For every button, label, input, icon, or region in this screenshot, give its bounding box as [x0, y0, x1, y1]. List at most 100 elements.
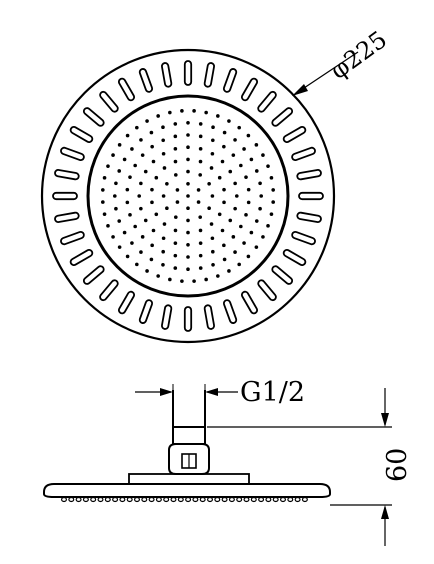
nozzle-dot: [204, 110, 208, 115]
nozzle-dot: [246, 254, 251, 259]
diameter-arrowhead: [292, 84, 308, 96]
drainage-slot: [69, 125, 94, 144]
nozzle-dot: [198, 228, 203, 233]
nozzle-dot: [239, 163, 243, 168]
side-nozzle: [243, 496, 250, 503]
nozzle-dot: [161, 194, 166, 198]
side-view: [43, 390, 331, 503]
drainage-slot: [117, 290, 136, 315]
height-arrow-top: [381, 413, 389, 427]
side-nozzle: [228, 496, 235, 503]
drainage-slot: [296, 169, 322, 181]
side-nozzle: [207, 496, 214, 503]
nozzle-dot: [209, 222, 214, 226]
nozzle-dot: [254, 219, 259, 223]
nozzle-dot: [186, 121, 190, 125]
nozzle-dot: [198, 122, 203, 126]
nozzle-dot: [220, 159, 225, 164]
nozzle-dot: [233, 206, 237, 211]
drainage-slot: [271, 265, 294, 285]
nozzle-dot: [222, 144, 226, 149]
nozzle-dot: [216, 114, 220, 118]
nozzle-dot: [246, 200, 251, 205]
drainage-slot: [99, 90, 119, 113]
nozzle-dot: [162, 222, 167, 226]
nozzle-dot: [139, 250, 143, 254]
nozzle-dot: [196, 200, 201, 204]
nozzle-dot: [174, 173, 178, 177]
diameter-dimension: φ225: [292, 25, 392, 96]
side-nozzle: [141, 496, 148, 503]
nozzle-dot: [186, 182, 190, 186]
drainage-slot: [257, 90, 277, 113]
nozzle-dot: [210, 194, 215, 198]
drainage-slot: [52, 191, 78, 201]
nozzle-field: [101, 109, 275, 283]
height-arrow-bottom: [381, 505, 389, 519]
nozzle-dot: [113, 194, 117, 198]
side-nozzle: [258, 496, 265, 503]
nozzle-dot: [198, 147, 203, 151]
side-nozzle: [250, 496, 257, 503]
side-nozzle: [97, 496, 104, 503]
drainage-slot: [203, 62, 215, 88]
nozzle-dot: [237, 262, 241, 267]
nozzle-dot: [125, 254, 130, 259]
nozzle-dot: [242, 241, 246, 245]
drainage-slot: [298, 191, 324, 201]
nozzle-dot: [242, 147, 246, 151]
nozzle-dot: [258, 181, 262, 186]
nozzle-dot: [140, 153, 145, 157]
nozzle-dot: [173, 134, 178, 139]
drainage-slot: [291, 230, 316, 246]
nozzle-dot: [192, 279, 196, 283]
nozzle-dot: [211, 125, 215, 130]
nozzle-dot: [186, 145, 190, 149]
side-nozzle: [60, 496, 67, 503]
nozzle-dot: [151, 228, 156, 233]
nozzle-dot: [102, 176, 107, 180]
nozzle-dot: [145, 269, 149, 273]
nozzle-dot: [198, 134, 203, 139]
nozzle-dot: [173, 253, 178, 258]
side-nozzle: [294, 496, 301, 503]
outer-rim-circle: [40, 48, 336, 344]
nozzle-dot: [249, 157, 254, 162]
nozzle-dot: [106, 164, 110, 168]
nozzle-dot: [259, 194, 264, 198]
drainage-slot: [99, 279, 119, 302]
nozzle-dot: [228, 169, 233, 174]
nozzle-dot: [140, 235, 145, 239]
inner-face-circle: [86, 94, 290, 298]
drainage-slot: [203, 304, 215, 330]
nozzle-dot: [139, 206, 143, 211]
side-nozzle: [301, 496, 308, 503]
nozzle-dot: [111, 235, 115, 239]
nozzle-dot: [114, 181, 118, 186]
drainage-slot: [69, 248, 94, 267]
nozzle-dot: [139, 181, 143, 186]
side-nozzle: [104, 496, 111, 503]
nozzle-dot: [204, 277, 208, 282]
drainage-slot: [222, 299, 238, 324]
nozzle-dot: [139, 138, 143, 142]
nozzle-dot: [150, 187, 154, 192]
nozzle-dot: [216, 274, 220, 278]
nozzle-dot: [217, 212, 222, 217]
nozzle-dot: [227, 269, 231, 273]
side-nozzle: [199, 496, 206, 503]
nozzle-dot: [156, 274, 160, 278]
thread-collar: [172, 426, 206, 445]
nozzle-dot: [237, 125, 241, 130]
drainage-slot: [282, 125, 307, 144]
nozzle-dot: [211, 262, 215, 267]
nozzle-dot: [220, 228, 225, 233]
nozzle-dot: [233, 138, 237, 142]
nozzle-dot: [154, 212, 159, 217]
nozzle-dot: [145, 119, 149, 123]
nozzle-dot: [180, 109, 184, 113]
nozzle-dot: [198, 173, 202, 177]
nozzle-dot: [125, 200, 130, 205]
nozzle-dot: [125, 133, 130, 138]
